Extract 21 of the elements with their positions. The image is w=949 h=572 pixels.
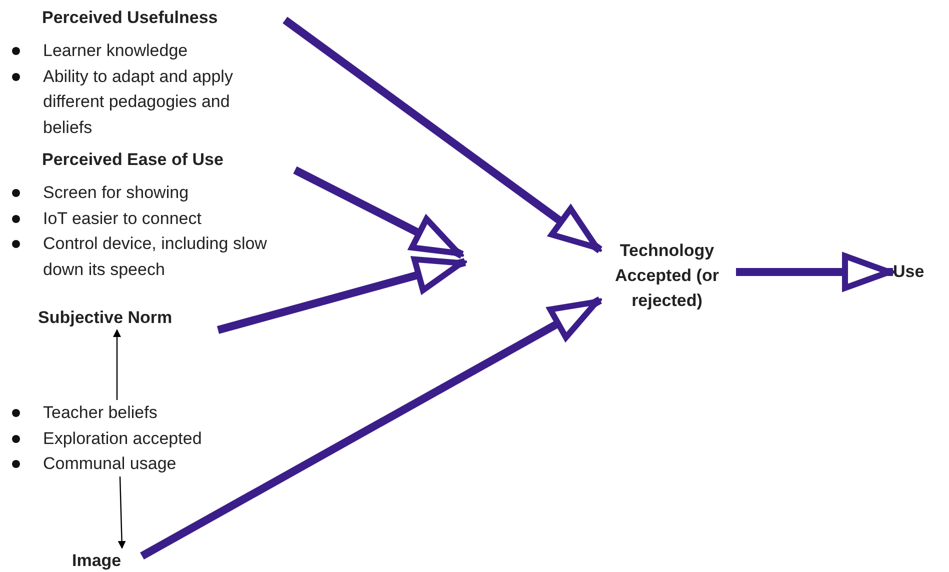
bullet-item: Screen for showing	[8, 180, 270, 206]
bullet-item: Exploration accepted	[8, 426, 258, 451]
factor-label: Use	[893, 259, 933, 284]
arrow	[293, 166, 464, 259]
arrow	[113, 329, 121, 400]
factor-heading: Perceived Usefulness	[42, 8, 218, 28]
factor-label: Subjective Norm	[38, 305, 218, 330]
arrow	[736, 253, 893, 291]
arrow	[118, 476, 126, 549]
bullet-item: IoT easier to connect	[8, 206, 270, 231]
bullet-item: Control device, including slow down its speech	[8, 231, 270, 282]
arrow	[282, 16, 602, 254]
bullet-item: Learner knowledge	[8, 38, 270, 64]
factor-label: Image	[72, 548, 142, 572]
bullet-item: Teacher beliefs	[8, 400, 258, 426]
bullet-item: Communal usage	[8, 451, 258, 476]
factor-heading: Perceived Ease of Use	[42, 150, 224, 170]
arrow	[216, 256, 466, 334]
bullet-item: Ability to adapt and apply different pedagogies and beliefs	[8, 64, 270, 140]
arrow	[140, 296, 602, 560]
result-label: Technology Accepted (or rejected)	[598, 238, 736, 313]
